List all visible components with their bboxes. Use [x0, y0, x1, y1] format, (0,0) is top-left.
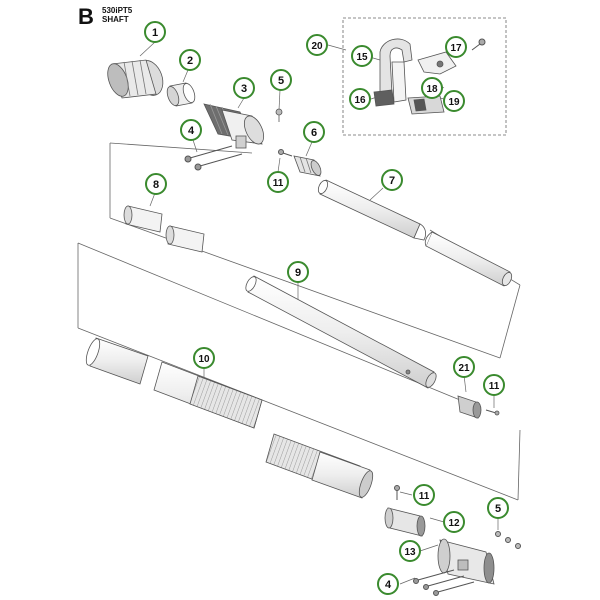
svg-text:2: 2	[187, 55, 193, 67]
callout-19: 19	[443, 90, 465, 112]
section-title: SHAFT	[102, 15, 129, 24]
callout-4-upper: 4	[180, 119, 202, 141]
svg-text:13: 13	[404, 547, 416, 558]
kit-box-20	[342, 17, 507, 136]
svg-text:16: 16	[354, 95, 366, 106]
callout-15: 15	[351, 45, 373, 67]
part-6-coupler	[293, 155, 322, 177]
callout-11-middle: 11	[483, 374, 505, 396]
part-12-bushing	[384, 507, 426, 537]
callout-9: 9	[287, 261, 309, 283]
svg-text:3: 3	[241, 83, 247, 95]
part-4-bolts-lower	[413, 569, 475, 596]
callout-8: 8	[145, 173, 167, 195]
svg-text:1: 1	[152, 27, 158, 39]
svg-text:5: 5	[495, 503, 501, 515]
svg-text:12: 12	[448, 518, 460, 529]
svg-text:4: 4	[188, 125, 195, 137]
callout-18: 18	[421, 77, 443, 99]
svg-text:11: 11	[273, 178, 284, 189]
svg-text:17: 17	[450, 43, 462, 54]
svg-text:6: 6	[311, 127, 317, 139]
callout-12: 12	[443, 511, 465, 533]
svg-text:4: 4	[385, 579, 392, 591]
callout-2: 2	[179, 49, 201, 71]
part-15-bracket	[379, 38, 413, 103]
svg-text:9: 9	[295, 267, 301, 279]
callout-17: 17	[445, 36, 467, 58]
svg-text:20: 20	[311, 41, 323, 52]
callout-16: 16	[349, 88, 371, 110]
svg-text:19: 19	[448, 97, 460, 108]
callout-10: 10	[193, 347, 215, 369]
callout-7: 7	[381, 169, 403, 191]
callout-1: 1	[144, 21, 166, 43]
part-8-sleeves	[123, 205, 205, 253]
callout-4-lower: 4	[377, 573, 399, 595]
part-13-lower-housing	[437, 538, 495, 585]
callout-6: 6	[303, 121, 325, 143]
svg-text:7: 7	[389, 175, 395, 187]
part-5-screws-lower	[495, 531, 521, 549]
callout-11-upper: 11	[267, 171, 289, 193]
svg-text:11: 11	[419, 491, 430, 502]
section-letter: B	[78, 4, 94, 29]
callout-20: 20	[306, 34, 328, 56]
part-21-coupler	[457, 395, 500, 419]
part-19-base-clip	[407, 95, 445, 115]
model-number: 530iPT5	[102, 6, 133, 15]
part-17-screw	[471, 38, 486, 51]
callout-5-upper: 5	[270, 69, 292, 91]
callouts: 1 2 3 4 5 6 7 8 9 10 11 11 11 12 13 4 5 …	[144, 21, 509, 595]
svg-text:21: 21	[458, 363, 470, 374]
part-11-pin-upper	[278, 149, 293, 157]
part-16-clip	[373, 89, 395, 107]
part-18-wing-nut	[417, 51, 457, 75]
part-11-pin-lower	[394, 485, 400, 500]
part-3-coupling-housing	[203, 103, 265, 149]
svg-text:5: 5	[278, 75, 284, 87]
part-4-bolts-upper	[184, 145, 243, 171]
callout-3: 3	[233, 77, 255, 99]
svg-text:11: 11	[489, 381, 500, 392]
callout-11-lower: 11	[413, 484, 435, 506]
part-5-screw-upper	[275, 108, 283, 122]
svg-text:15: 15	[356, 52, 368, 63]
part-10-grip-shaft	[85, 337, 374, 499]
part-2-bushing	[166, 82, 196, 107]
part-1-knurled-nut	[107, 59, 164, 99]
leader-lines	[139, 41, 499, 585]
callout-21: 21	[453, 356, 475, 378]
part-7-shaft-upper	[317, 179, 513, 287]
part-9-tube	[245, 275, 437, 389]
callout-13: 13	[399, 540, 421, 562]
svg-text:18: 18	[426, 84, 438, 95]
svg-text:10: 10	[198, 354, 210, 365]
svg-text:8: 8	[153, 179, 159, 191]
callout-5-lower: 5	[487, 497, 509, 519]
